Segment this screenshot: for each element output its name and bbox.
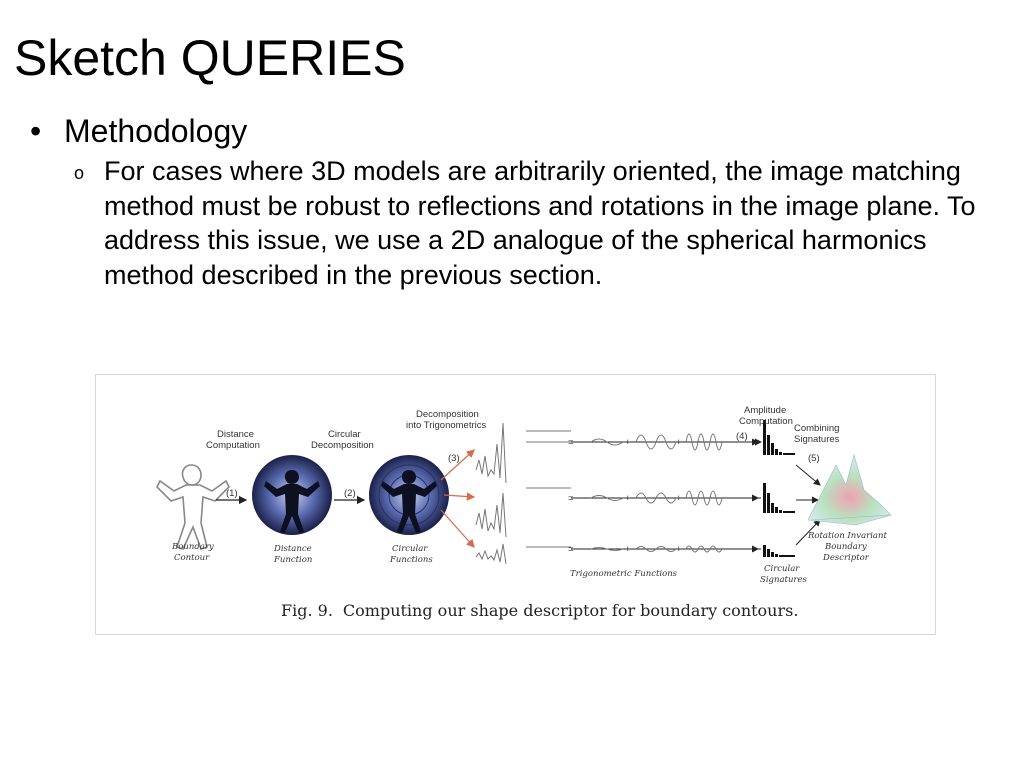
figure-shape-descriptor: = = = + + + + + + Distance bbox=[95, 374, 936, 635]
svg-text:Contour: Contour bbox=[174, 553, 210, 563]
sub-bullet: o For cases where 3D models are arbitrar… bbox=[74, 154, 989, 292]
svg-text:Distance: Distance bbox=[217, 429, 254, 440]
svg-text:Circular: Circular bbox=[764, 564, 800, 574]
svg-text:+: + bbox=[625, 437, 631, 448]
svg-text:Signatures: Signatures bbox=[760, 575, 808, 585]
sub-bullet-text: For cases where 3D models are arbitraril… bbox=[104, 156, 976, 290]
svg-text:Decomposition: Decomposition bbox=[311, 440, 374, 451]
svg-text:Descriptor: Descriptor bbox=[822, 553, 870, 563]
svg-text:Decomposition: Decomposition bbox=[416, 409, 479, 420]
figure-caption-text: Computing our shape descriptor for bound… bbox=[342, 601, 799, 620]
svg-text:Signatures: Signatures bbox=[794, 434, 840, 445]
svg-text:Circular: Circular bbox=[392, 544, 428, 554]
circular-decomposition-arrows bbox=[440, 449, 476, 548]
svg-text:(5): (5) bbox=[808, 453, 820, 464]
svg-text:into Trigonometrics: into Trigonometrics bbox=[406, 420, 487, 431]
svg-text:Boundary: Boundary bbox=[171, 542, 214, 552]
svg-text:Amplitude: Amplitude bbox=[744, 405, 786, 416]
figure-labels: Distance Computation Circular Decomposit… bbox=[171, 405, 887, 585]
figure-diagram: = = = + + + + + + Distance bbox=[156, 405, 892, 585]
svg-text:+: + bbox=[676, 437, 682, 448]
plus-signs: = = = + + + + + + bbox=[568, 437, 682, 555]
svg-text:Boundary: Boundary bbox=[824, 542, 867, 552]
svg-text:Combining: Combining bbox=[794, 423, 839, 434]
figure-number: Fig. 9. bbox=[281, 601, 333, 620]
svg-text:=: = bbox=[568, 437, 574, 448]
sub-bullet-marker: o bbox=[74, 163, 85, 183]
bullet-dot: • bbox=[30, 113, 42, 149]
svg-text:Distance: Distance bbox=[273, 544, 312, 554]
svg-text:(4): (4) bbox=[736, 431, 748, 442]
svg-text:Computation: Computation bbox=[739, 416, 793, 427]
svg-text:+: + bbox=[625, 493, 631, 504]
svg-text:Rotation Invariant: Rotation Invariant bbox=[807, 531, 887, 541]
svg-text:=: = bbox=[568, 493, 574, 504]
svg-text:Computation: Computation bbox=[206, 440, 260, 451]
distance-function-image bbox=[252, 455, 332, 535]
figure-caption: Fig. 9. Computing our shape descriptor fo… bbox=[281, 601, 798, 620]
svg-text:(3): (3) bbox=[448, 453, 460, 464]
rotation-invariant-descriptor bbox=[807, 453, 892, 526]
svg-text:+: + bbox=[676, 493, 682, 504]
bullet-label: Methodology bbox=[64, 113, 248, 149]
combining-arrows bbox=[795, 464, 821, 546]
svg-text:Functions: Functions bbox=[389, 555, 433, 565]
bullet-methodology: • Methodology bbox=[30, 112, 247, 150]
circular-functions-image bbox=[369, 455, 449, 535]
svg-text:=: = bbox=[568, 544, 574, 555]
svg-text:(2): (2) bbox=[344, 488, 356, 499]
svg-text:+: + bbox=[625, 544, 631, 555]
circular-signatures bbox=[763, 420, 795, 557]
svg-text:Trigonometric Functions: Trigonometric Functions bbox=[570, 569, 678, 579]
trigonometric-function-rows bbox=[526, 430, 761, 553]
slide-title: Sketch QUERIES bbox=[14, 30, 406, 86]
boundary-contour-figure bbox=[156, 464, 230, 551]
svg-text:+: + bbox=[676, 544, 682, 555]
svg-text:Function: Function bbox=[273, 555, 312, 565]
circular-function-plots bbox=[475, 422, 507, 565]
svg-text:Circular: Circular bbox=[328, 429, 361, 440]
svg-text:(1): (1) bbox=[226, 488, 238, 499]
